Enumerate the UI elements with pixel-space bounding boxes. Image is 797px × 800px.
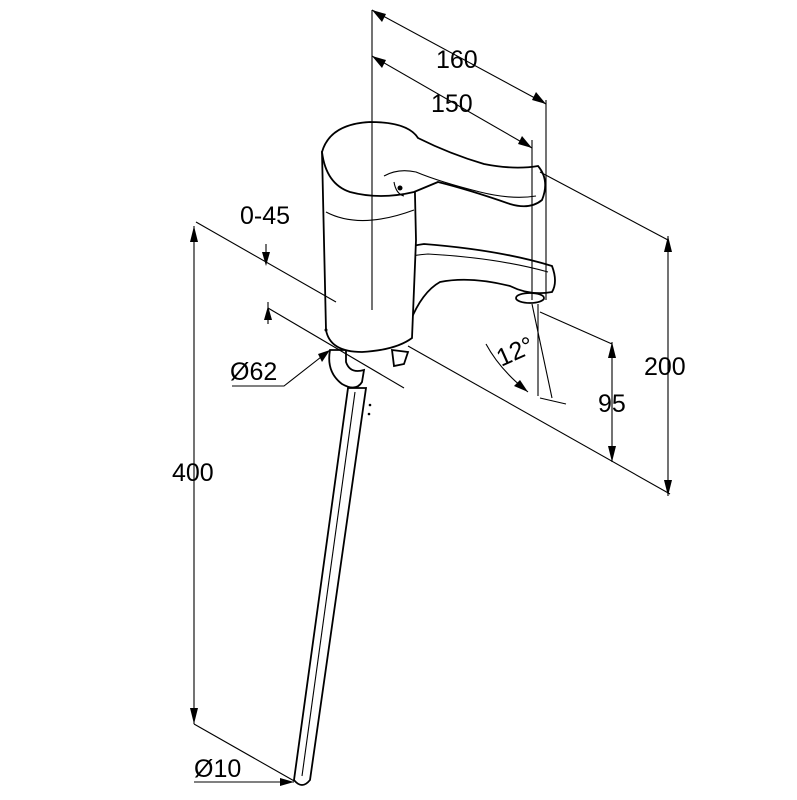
dim-label-rod-diameter: Ø10	[194, 755, 241, 783]
dim-label-base-diameter: Ø62	[230, 358, 277, 386]
lever-handle	[321, 121, 547, 208]
dim-label-angle: 12°	[492, 331, 538, 372]
dim-label-400: 400	[172, 459, 214, 487]
dim-label-150: 150	[431, 90, 473, 118]
dim-label-200: 200	[644, 353, 686, 381]
dim-label-mounting-thickness: 0-45	[240, 202, 290, 230]
dim-label-95: 95	[598, 390, 626, 418]
dimension-lines	[190, 9, 672, 786]
pull-rod	[293, 387, 372, 786]
faucet-body	[321, 149, 417, 353]
spout	[377, 243, 556, 348]
mounting-clamp	[328, 348, 410, 389]
dim-label-160: 160	[436, 46, 478, 74]
